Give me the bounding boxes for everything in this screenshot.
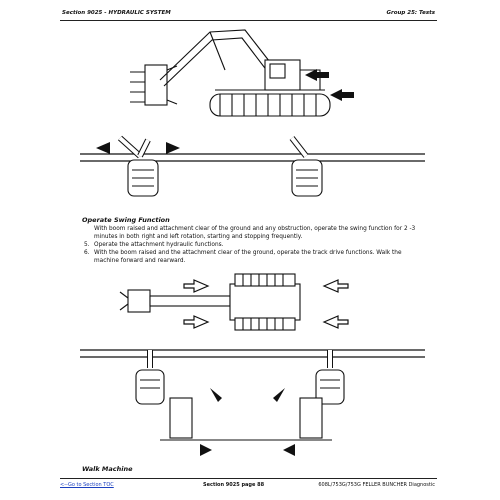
walk-machine-illustration: [80, 273, 425, 456]
swing-illustration: [80, 29, 425, 197]
page-header: Section 9025 - HYDRAULIC SYSTEM Group 25…: [60, 6, 437, 21]
operate-swing-text: With boom raised and attachment clear of…: [94, 226, 416, 241]
step-6-number: 6.: [84, 250, 90, 256]
section-title: Section 9025 - HYDRAULIC SYSTEM: [62, 10, 171, 16]
step-5-text: Operate the attachment hydraulic functio…: [94, 242, 224, 248]
operate-swing-heading: Operate Swing Function: [82, 216, 170, 224]
step-5-number: 5.: [84, 242, 90, 248]
document-title: 608L/753G/753G FELLER BUNCHER Diagnostic: [318, 482, 435, 488]
page-footer: <--Go to Section TOC Section 9025 page 8…: [60, 478, 437, 488]
group-title: Group 25: Tests: [386, 10, 436, 16]
toc-link[interactable]: <--Go to Section TOC: [60, 482, 114, 488]
walk-machine-heading: Walk Machine: [82, 465, 133, 473]
manual-page: Section 9025 - HYDRAULIC SYSTEM Group 25…: [60, 0, 437, 488]
step-6-text: With the boom raised and the attachment …: [94, 250, 402, 265]
page-number: Section 9025 page 88: [203, 482, 265, 488]
